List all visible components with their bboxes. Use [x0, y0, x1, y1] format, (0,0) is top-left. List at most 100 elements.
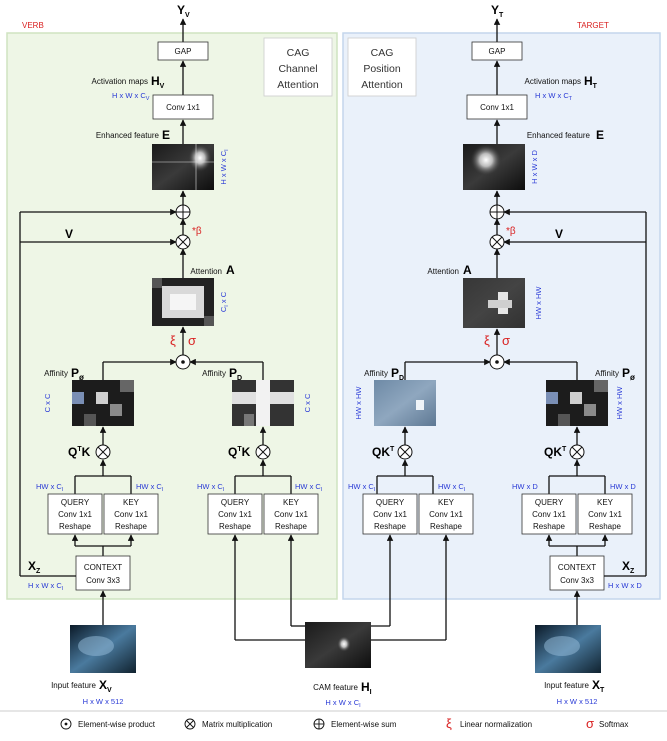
target-enhanced-dim: H x W x D [530, 150, 539, 184]
legend-softmax: σ Softmax [586, 716, 628, 731]
target-gap-box [471, 41, 523, 61]
verb-left-query-l1: QUERY [61, 498, 90, 507]
target-attention-matrix [463, 278, 525, 328]
softmax-icon: σ [586, 716, 594, 731]
target-input-label: Input feature [544, 681, 589, 690]
target-output-y: YT [491, 3, 504, 19]
verb-attention-sym: A [226, 263, 235, 277]
verb-attention-label: Attention [190, 267, 222, 276]
target-input-image [535, 625, 601, 673]
legend-linear-norm: ξ Linear normalization [446, 716, 532, 731]
target-right-query-l1: QUERY [535, 498, 564, 507]
target-input-dim: H x W x 512 [557, 697, 598, 706]
target-xz-dim: H x W x D [608, 581, 642, 590]
target-left-key-l2: Conv 1x1 [429, 510, 463, 519]
target-left-affinity-label: Affinity [364, 369, 388, 378]
verb-right-query-box [207, 493, 263, 535]
target-right-affinity-dim: HW x HW [615, 386, 624, 420]
target-conv-box [466, 94, 528, 120]
target-left-key-l1: KEY [438, 498, 455, 507]
verb-activation-label: Activation maps [92, 77, 148, 86]
svg-text:Matrix multiplication: Matrix multiplication [202, 720, 272, 729]
target-left-qk: QKT [372, 445, 395, 459]
verb-sigma: σ [188, 333, 196, 348]
verb-right-hwc-a: HW x CI [197, 482, 225, 493]
target-xi: ξ [484, 333, 490, 348]
target-context-box [549, 555, 605, 591]
target-title-line2: Position [363, 63, 401, 75]
verb-title-line2: Channel [278, 63, 317, 75]
target-left-query-l3: Reshape [374, 522, 407, 531]
target-right-affinity-label: Affinity [595, 369, 619, 378]
verb-activation-sym: HV [151, 74, 165, 90]
verb-xi: ξ [170, 333, 176, 348]
verb-right-qk: QTK [228, 445, 251, 459]
verb-title-box [263, 37, 333, 97]
verb-xz-dim: H x W x CI [28, 581, 64, 592]
verb-context-l1: CONTEXT [84, 563, 122, 572]
target-enhanced-label: Enhanced feature [527, 131, 591, 140]
target-left-affinity-dim: HW x HW [354, 386, 363, 420]
verb-input-sym: XV [99, 678, 112, 694]
verb-left-qk: QTK [68, 445, 91, 459]
verb-left-key-box [103, 493, 159, 535]
verb-left-query-box [47, 493, 103, 535]
target-enhanced-blob [470, 144, 502, 176]
verb-right-key-l2: Conv 1x1 [274, 510, 308, 519]
verb-left-affinity-matrix [72, 380, 134, 426]
verb-left-key-l3: Reshape [115, 522, 148, 531]
target-sigma: σ [502, 333, 510, 348]
verb-left-hwc-a: HW x CI [36, 482, 64, 493]
target-right-query-box [521, 493, 577, 535]
verb-attention-matrix [152, 278, 214, 326]
target-context-l1: CONTEXT [558, 563, 596, 572]
verb-activation-dim: H x W x CV [112, 91, 150, 102]
verb-conv-box [152, 94, 214, 120]
target-attention-label: Attention [427, 267, 459, 276]
verb-enhanced-blob [188, 144, 212, 172]
target-attention-sym: A [463, 263, 472, 277]
verb-left-query-l3: Reshape [59, 522, 92, 531]
cam-input-sym: HI [361, 680, 372, 696]
target-left-key-box [418, 493, 474, 535]
verb-gap-label: GAP [175, 47, 192, 56]
verb-input-image [70, 625, 136, 673]
verb-title-line3: Attention [277, 79, 319, 91]
legend-matmul: Matrix multiplication [184, 718, 272, 730]
verb-right-key-box [263, 493, 319, 535]
verb-xz: XZ [28, 559, 41, 575]
target-right-hw-b: HW x D [610, 482, 636, 491]
verb-left-hwc-b: HW x CI [136, 482, 164, 493]
target-activation-sym: HT [584, 74, 598, 90]
verb-enhanced-sym: E [162, 128, 170, 142]
target-left-affinity-sym: PD [391, 366, 404, 382]
target-right-query-l2: Conv 1x1 [532, 510, 566, 519]
target-activation-dim: H x W x CT [535, 91, 573, 102]
verb-right-query-l1: QUERY [221, 498, 250, 507]
verb-gap-box [157, 41, 209, 61]
verb-beta: *β [192, 226, 202, 237]
target-title-box [347, 37, 417, 97]
legend-sum: Element-wise sum [313, 718, 397, 730]
target-xz: XZ [622, 559, 635, 575]
verb-input-dim: H x W x 512 [83, 697, 124, 706]
verb-context-box [75, 555, 131, 591]
target-left-affinity-matrix [374, 380, 436, 426]
target-right-key-l2: Conv 1x1 [588, 510, 622, 519]
verb-right-query-l2: Conv 1x1 [218, 510, 252, 519]
verb-right-key-l3: Reshape [275, 522, 308, 531]
target-right-affinity-matrix [546, 380, 608, 426]
verb-enhanced-label: Enhanced feature [96, 131, 160, 140]
verb-left-affinity-label: Affinity [44, 369, 68, 378]
target-right-query-l3: Reshape [533, 522, 566, 531]
verb-output-y: YV [177, 3, 190, 19]
verb-right-affinity-matrix [232, 380, 294, 426]
cam-input-dim: H x W x CI [325, 698, 361, 709]
target-right-key-l1: KEY [597, 498, 614, 507]
target-right-key-box [577, 493, 633, 535]
verb-right-hwc-b: HW x CI [295, 482, 323, 493]
verb-right-affinity-dim: C x C [303, 393, 312, 412]
verb-conv-label: Conv 1x1 [166, 103, 200, 112]
target-right-qk: QKT [544, 445, 567, 459]
target-left-hw-b: HW x CI [438, 482, 466, 493]
